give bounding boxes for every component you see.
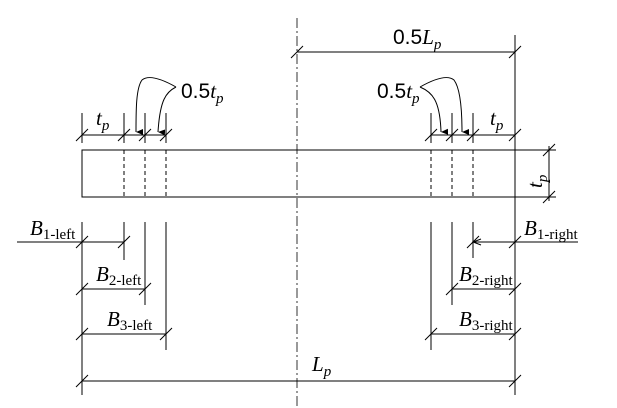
b1-right-label: B1-right bbox=[524, 216, 578, 243]
length-dimension bbox=[75, 374, 522, 388]
half-length-dimension bbox=[290, 35, 522, 395]
bottom-left-dimensions bbox=[17, 222, 173, 395]
top-left-dimension bbox=[75, 77, 177, 143]
b1-left-label: B1-left bbox=[30, 216, 76, 243]
thickness-vertical-label: tp bbox=[523, 174, 551, 188]
b3-right-label: B3-right bbox=[459, 307, 513, 334]
half-thickness-left-label: 0.5tp bbox=[181, 79, 224, 107]
thickness-right-label: tp bbox=[490, 106, 504, 134]
half-length-label: 0.5Lp bbox=[393, 25, 442, 53]
thickness-vertical-dimension bbox=[515, 143, 556, 204]
plate-rectangle bbox=[81, 149, 516, 198]
top-right-dimension bbox=[419, 77, 522, 143]
length-label: Lp bbox=[311, 352, 332, 380]
b2-left-label: B2-left bbox=[96, 262, 142, 289]
section-lines bbox=[123, 150, 474, 197]
b2-right-label: B2-right bbox=[459, 262, 513, 289]
bottom-right-dimensions bbox=[424, 222, 578, 350]
half-thickness-right-label: 0.5tp bbox=[377, 79, 420, 107]
b3-left-label: B3-left bbox=[107, 307, 153, 334]
thickness-left-label: tp bbox=[96, 106, 110, 134]
